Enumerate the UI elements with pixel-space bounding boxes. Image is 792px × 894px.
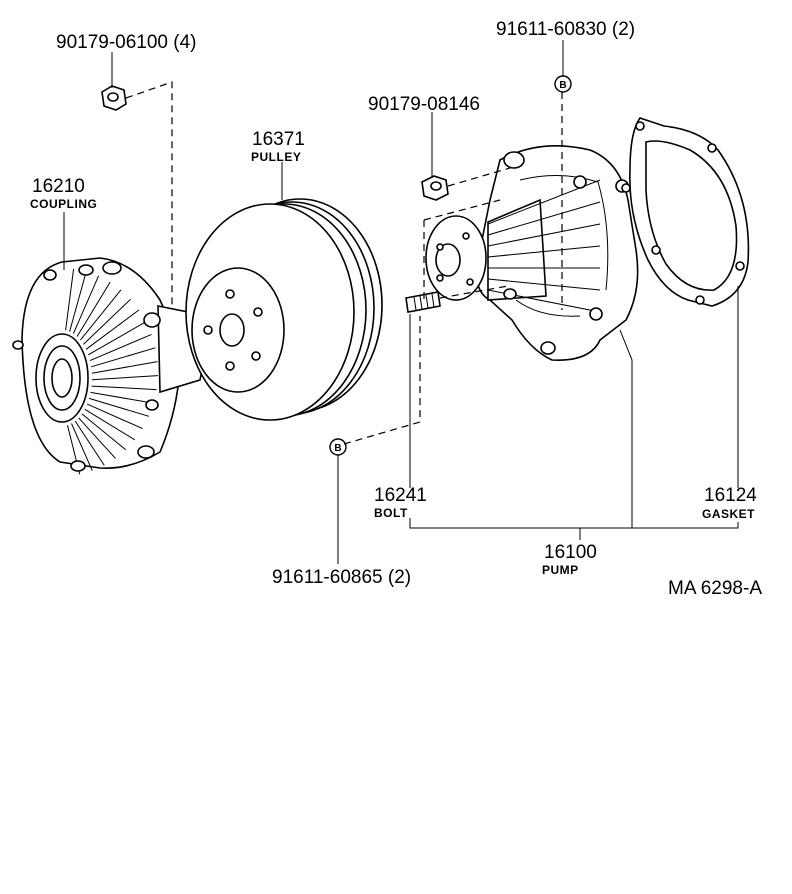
label-pump-name: PUMP — [542, 563, 579, 577]
label-pump-num: 16100 — [544, 542, 597, 563]
label-coupling-name: COUPLING — [30, 197, 97, 211]
label-bolt-top: 91611-60830 (2) — [496, 19, 635, 40]
label-nut-mid: 90179-08146 — [368, 94, 480, 115]
label-coupling-num: 16210 — [32, 176, 85, 197]
label-bolt-num: 16241 — [374, 485, 427, 506]
coupling-drawing — [12, 257, 204, 475]
label-pulley-num: 16371 — [252, 129, 305, 150]
pulley-drawing — [185, 198, 383, 421]
label-bolt-name: BOLT — [374, 506, 408, 520]
b-marker-top: B — [554, 75, 572, 93]
label-gasket-num: 16124 — [704, 485, 757, 506]
gasket-drawing — [621, 117, 750, 307]
label-bolt-bottom: 91611-60865 (2) — [272, 567, 411, 588]
b-marker-bottom: B — [329, 438, 347, 456]
svg-text:B: B — [559, 80, 566, 91]
stud-bolt-drawing — [405, 291, 441, 313]
label-gasket-name: GASKET — [702, 507, 755, 521]
nut-mid-drawing — [421, 175, 449, 201]
label-pulley-name: PULLEY — [251, 150, 301, 164]
pump-drawing — [425, 145, 639, 361]
diagram-code: MA 6298-A — [668, 578, 762, 599]
nut-top-drawing — [101, 85, 127, 111]
svg-text:B: B — [334, 443, 341, 454]
label-nut-top: 90179-06100 (4) — [56, 32, 197, 53]
